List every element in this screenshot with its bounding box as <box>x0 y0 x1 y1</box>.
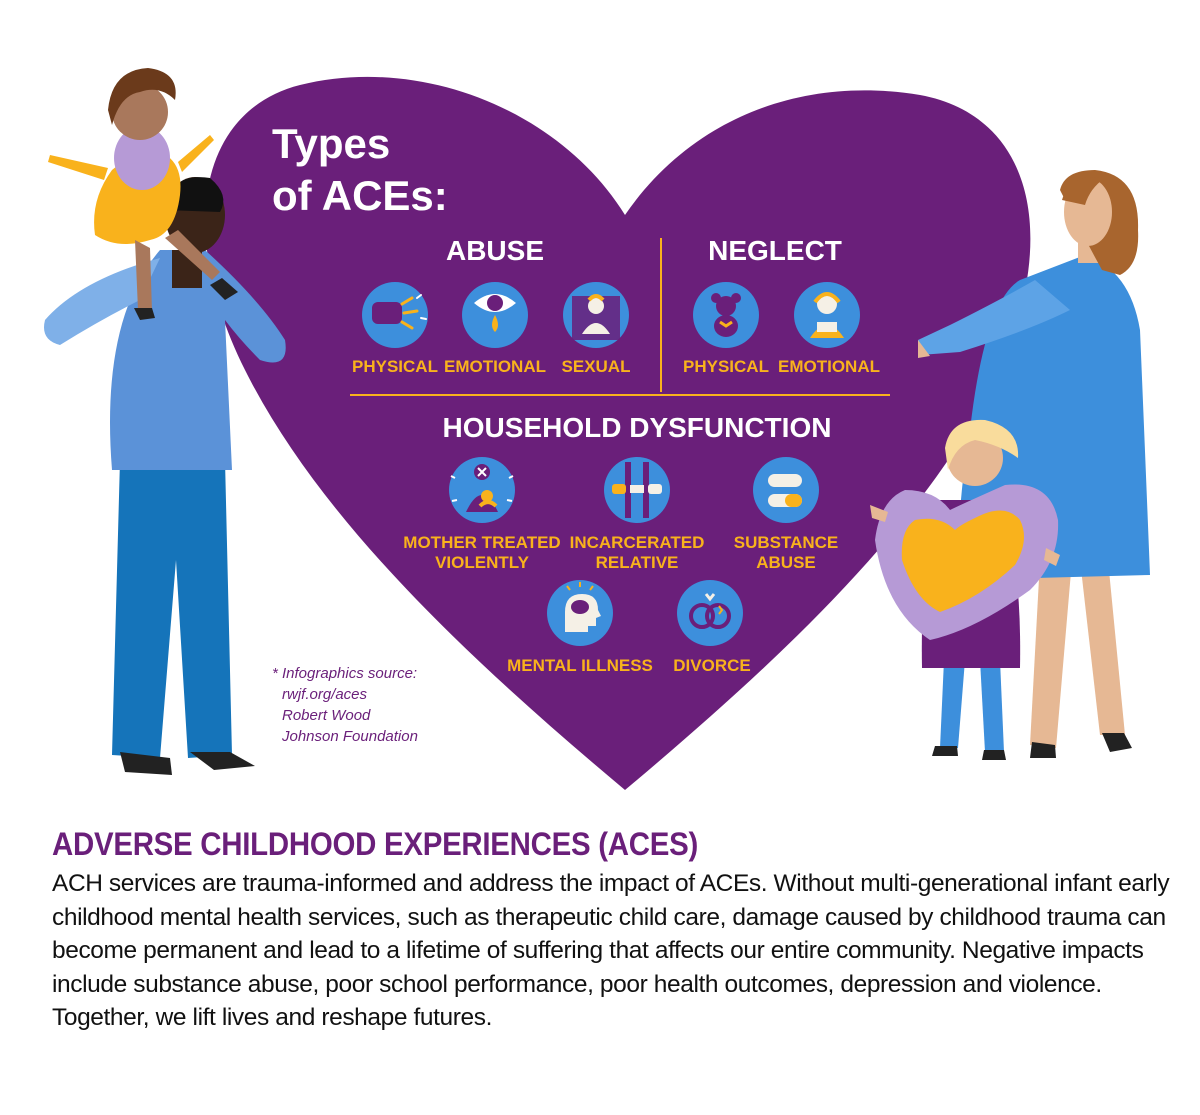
mother-label-2: VIOLENTLY <box>435 553 529 572</box>
incarcerated-label-1: INCARCERATED <box>570 533 705 552</box>
toddler-illustration <box>48 68 238 320</box>
broken-rings-icon <box>677 580 743 646</box>
prison-bars-icon <box>604 457 670 523</box>
household-heading: HOUSEHOLD DYSFUNCTION <box>443 412 832 443</box>
substance-label-1: SUBSTANCE <box>734 533 839 552</box>
fist-icon <box>362 282 428 348</box>
neglect-emotional-label: EMOTIONAL <box>778 357 880 376</box>
sad-child-icon <box>794 282 860 348</box>
abuse-heading: ABUSE <box>446 235 544 266</box>
pill-capsule-icon <box>753 457 819 523</box>
incarcerated-label-2: RELATIVE <box>596 553 679 572</box>
footer: ADVERSE CHILDHOOD EXPERIENCES (ACES) ACH… <box>52 826 1172 1035</box>
footer-body: ACH services are trauma-informed and add… <box>52 870 1170 1031</box>
father-illustration <box>44 177 286 775</box>
head-brain-icon <box>547 580 613 646</box>
mental-illness-label: MENTAL ILLNESS <box>507 656 653 675</box>
source-line-3: Robert Wood <box>282 707 371 724</box>
substance-label-2: ABUSE <box>756 553 816 572</box>
heart-pillow-illustration <box>870 484 1060 640</box>
abuse-physical-label: PHYSICAL <box>352 357 438 376</box>
neglect-heading: NEGLECT <box>708 235 842 266</box>
injured-mother-icon <box>449 457 515 523</box>
abuse-sexual-label: SEXUAL <box>562 357 631 376</box>
source-line-4: Johnson Foundation <box>281 728 418 745</box>
footer-heading: ADVERSE CHILDHOOD EXPERIENCES (ACES) <box>52 826 699 862</box>
source-line-1: Infographics source: <box>282 665 417 682</box>
title-line-1: Types <box>272 120 390 167</box>
purple-heart <box>205 76 1031 790</box>
source-asterisk: * <box>272 665 279 682</box>
child-silhouette-icon <box>563 282 629 348</box>
title-line-2: of ACEs: <box>272 172 448 219</box>
mother-label-1: MOTHER TREATED <box>403 533 560 552</box>
crying-eye-icon <box>462 282 528 348</box>
neglect-physical-label: PHYSICAL <box>683 357 769 376</box>
divorce-label: DIVORCE <box>673 656 750 675</box>
abuse-emotional-label: EMOTIONAL <box>444 357 546 376</box>
source-line-2: rwjf.org/aces <box>282 686 368 703</box>
teddy-bear-icon <box>693 282 759 348</box>
aces-infographic: Types of ACEs: ABUSE NEGLECT HOUSEHOLD D… <box>44 68 1150 790</box>
